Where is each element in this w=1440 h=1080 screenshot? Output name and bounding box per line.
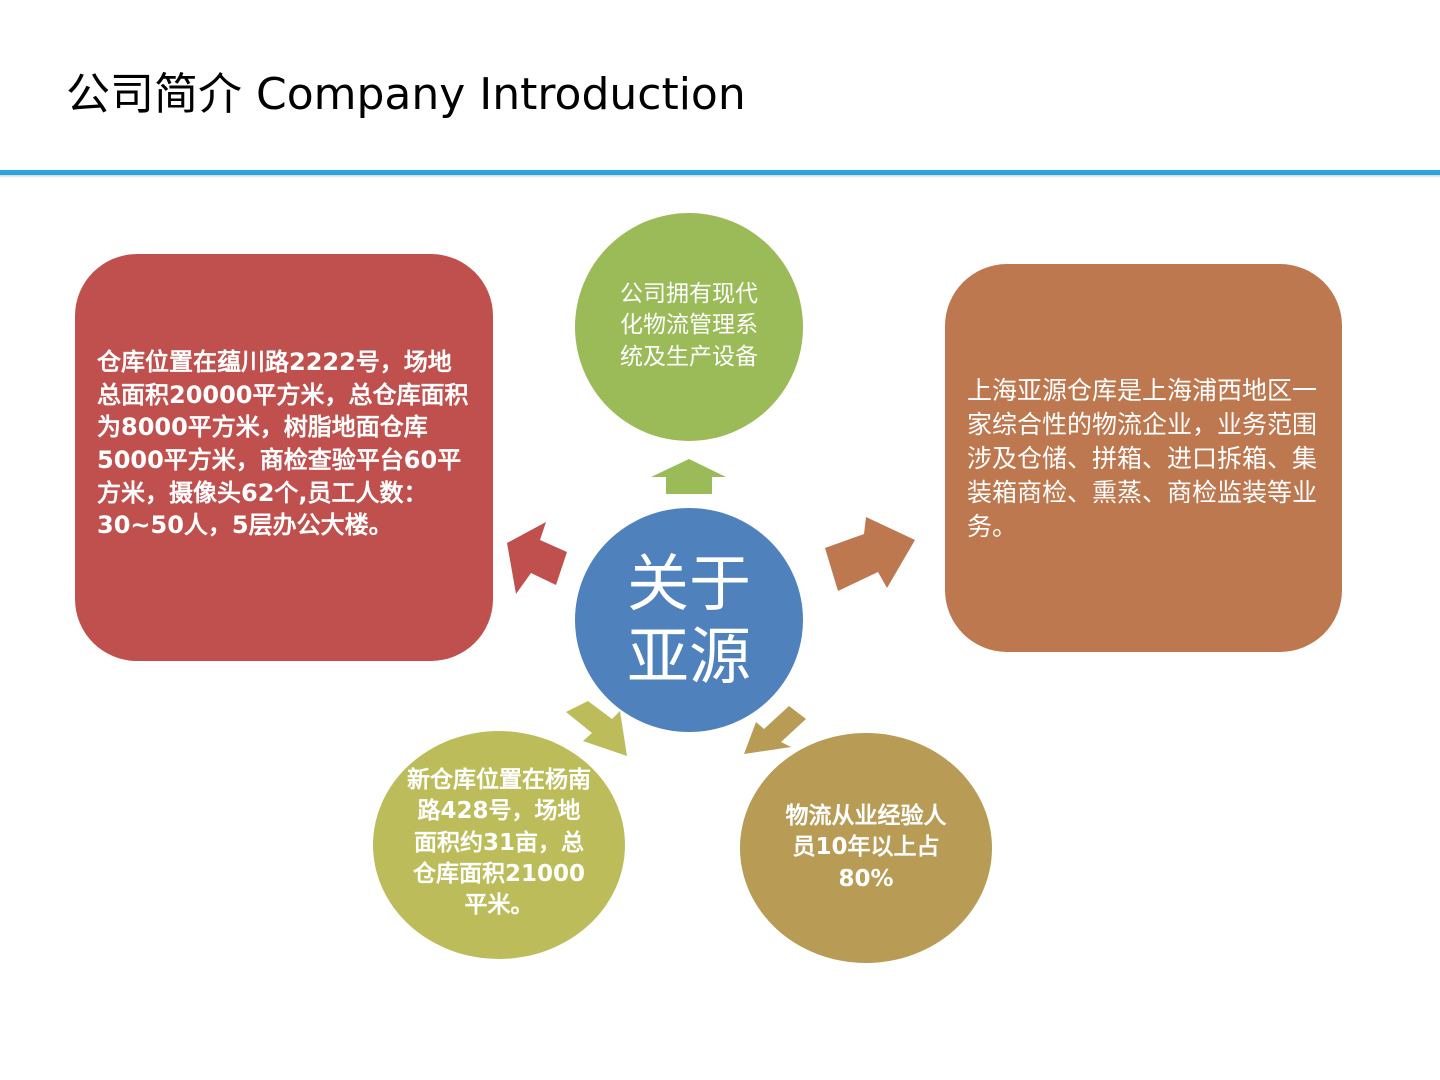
staff-experience-text: 物流从业经验人员10年以上占80% <box>785 803 947 892</box>
warehouse-info-text: 仓库位置在蕴川路2222号，场地总面积20000平方米，总仓库面积为8000平方… <box>97 348 469 540</box>
company-profile-text: 上海亚源仓库是上海浦西地区一家综合性的物流企业，业务范围涉及仓储、拼箱、进口拆箱… <box>967 376 1318 541</box>
page-title: 公司简介 Company Introduction <box>66 69 746 120</box>
management-system-circle: 公司拥有现代化物流管理系统及生产设备 <box>575 213 803 441</box>
about-line-2: 亚源 <box>626 620 751 693</box>
management-system-text: 公司拥有现代化物流管理系统及生产设备 <box>620 281 758 370</box>
arrow-left-icon <box>507 522 567 594</box>
arrow-right-icon <box>825 517 915 591</box>
warehouse-info-box: 仓库位置在蕴川路2222号，场地总面积20000平方米，总仓库面积为8000平方… <box>75 254 493 661</box>
new-warehouse-text: 新仓库位置在杨南路428号，场地面积约31亩，总仓库面积21000平米。 <box>407 767 591 919</box>
title-divider <box>0 170 1440 175</box>
company-profile-box: 上海亚源仓库是上海浦西地区一家综合性的物流企业，业务范围涉及仓储、拼箱、进口拆箱… <box>945 264 1342 652</box>
staff-experience-circle: 物流从业经验人员10年以上占80% <box>740 733 992 963</box>
title-divider-shadow <box>0 175 1440 178</box>
arrow-down-left-icon <box>566 701 627 756</box>
arrow-down-right-icon <box>744 706 806 754</box>
about-line-1: 关于 <box>626 546 751 620</box>
arrow-up-icon <box>651 459 726 494</box>
new-warehouse-circle: 新仓库位置在杨南路428号，场地面积约31亩，总仓库面积21000平米。 <box>373 731 625 959</box>
about-yayuan-circle: 关于 亚源 <box>575 508 803 732</box>
